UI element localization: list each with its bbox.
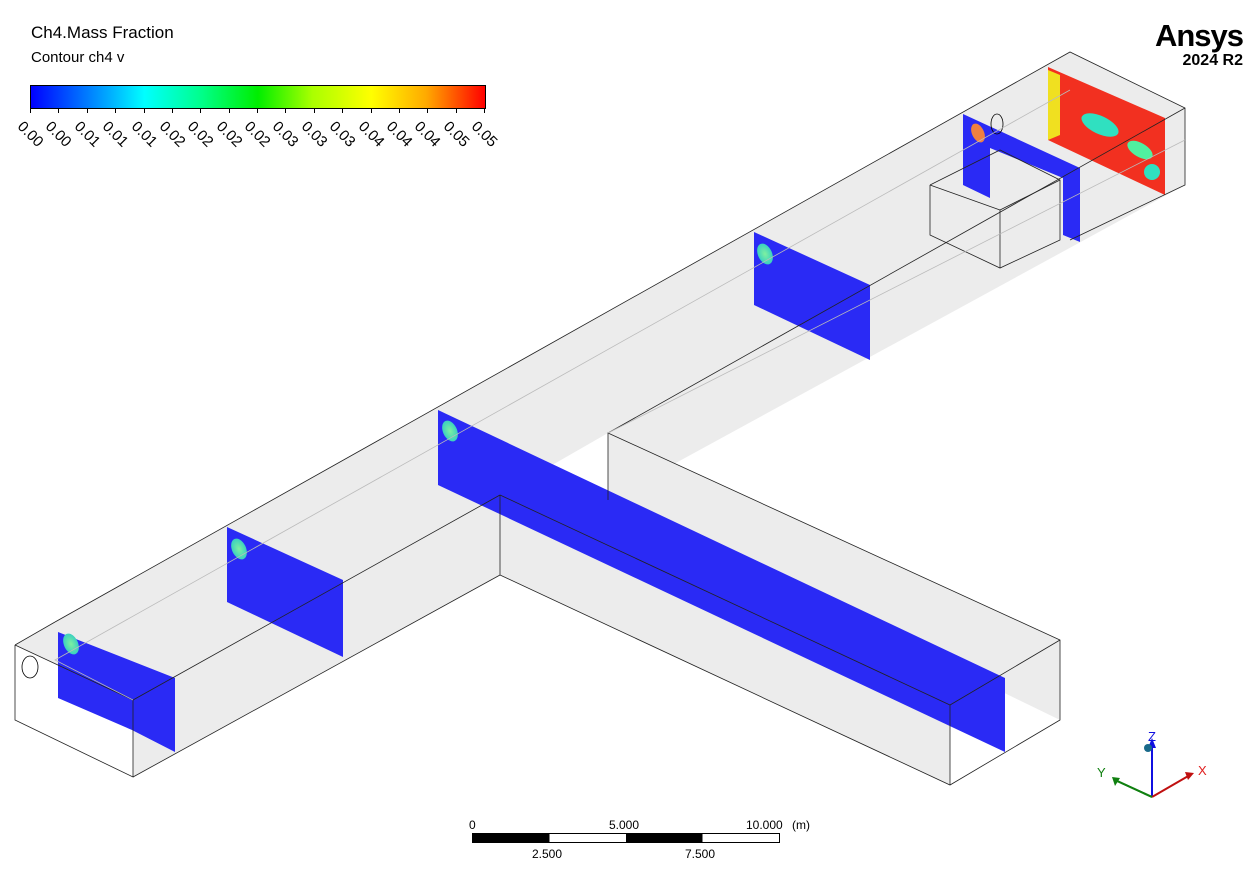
contour-plane-4 xyxy=(754,232,870,360)
axis-x-label: X xyxy=(1198,763,1207,778)
logo-version: 2024 R2 xyxy=(1182,52,1244,69)
legend-title: Ch4.Mass Fraction xyxy=(31,23,174,42)
axis-y-label: Y xyxy=(1097,765,1106,780)
scale-label-7-5: 7.500 xyxy=(685,847,716,861)
scale-label-0: 0 xyxy=(469,818,476,832)
color-bar-tick xyxy=(313,108,315,113)
color-bar-tick xyxy=(86,108,88,113)
outlet-contour-plane xyxy=(1048,67,1165,195)
scale-unit: (m) xyxy=(792,818,810,832)
color-bar xyxy=(30,85,486,109)
scale-label-5: 5.000 xyxy=(609,818,640,832)
color-bar-tick xyxy=(398,108,400,113)
scale-label-2-5: 2.500 xyxy=(532,847,563,861)
color-bar-tick xyxy=(257,108,258,113)
color-bar-tick xyxy=(370,108,372,113)
color-bar-tick xyxy=(228,108,230,113)
contour-plane-3 xyxy=(438,410,1005,752)
color-bar-tick xyxy=(427,108,429,113)
color-bar-tick xyxy=(30,108,31,113)
color-bar-tick xyxy=(455,108,457,113)
color-bar-tick xyxy=(115,108,117,113)
geometry-edges xyxy=(14,51,1186,786)
scale-label-10: 10.000 xyxy=(746,818,783,832)
geometry-faces xyxy=(15,52,1185,785)
inlet-ellipses xyxy=(21,113,1004,679)
color-bar-tick xyxy=(342,108,344,113)
legend-subtitle: Contour ch4 v xyxy=(31,49,125,66)
color-bar-tick xyxy=(484,108,485,113)
color-bar-tick xyxy=(171,108,173,113)
contour-plane-2 xyxy=(227,527,343,657)
color-bar-tick xyxy=(58,108,60,113)
color-bar-tick xyxy=(143,108,145,113)
contour-plane-5 xyxy=(963,114,1080,242)
logo-name: Ansys xyxy=(1154,18,1244,53)
axis-z-label: Z xyxy=(1148,729,1156,744)
axis-triad: Z X Y xyxy=(1097,729,1207,798)
ansys-logo: Ansys 2024 R2 xyxy=(1154,18,1244,70)
color-bar-tick xyxy=(285,108,287,113)
color-bar-tick xyxy=(200,108,202,113)
inlet-5 xyxy=(971,123,985,143)
